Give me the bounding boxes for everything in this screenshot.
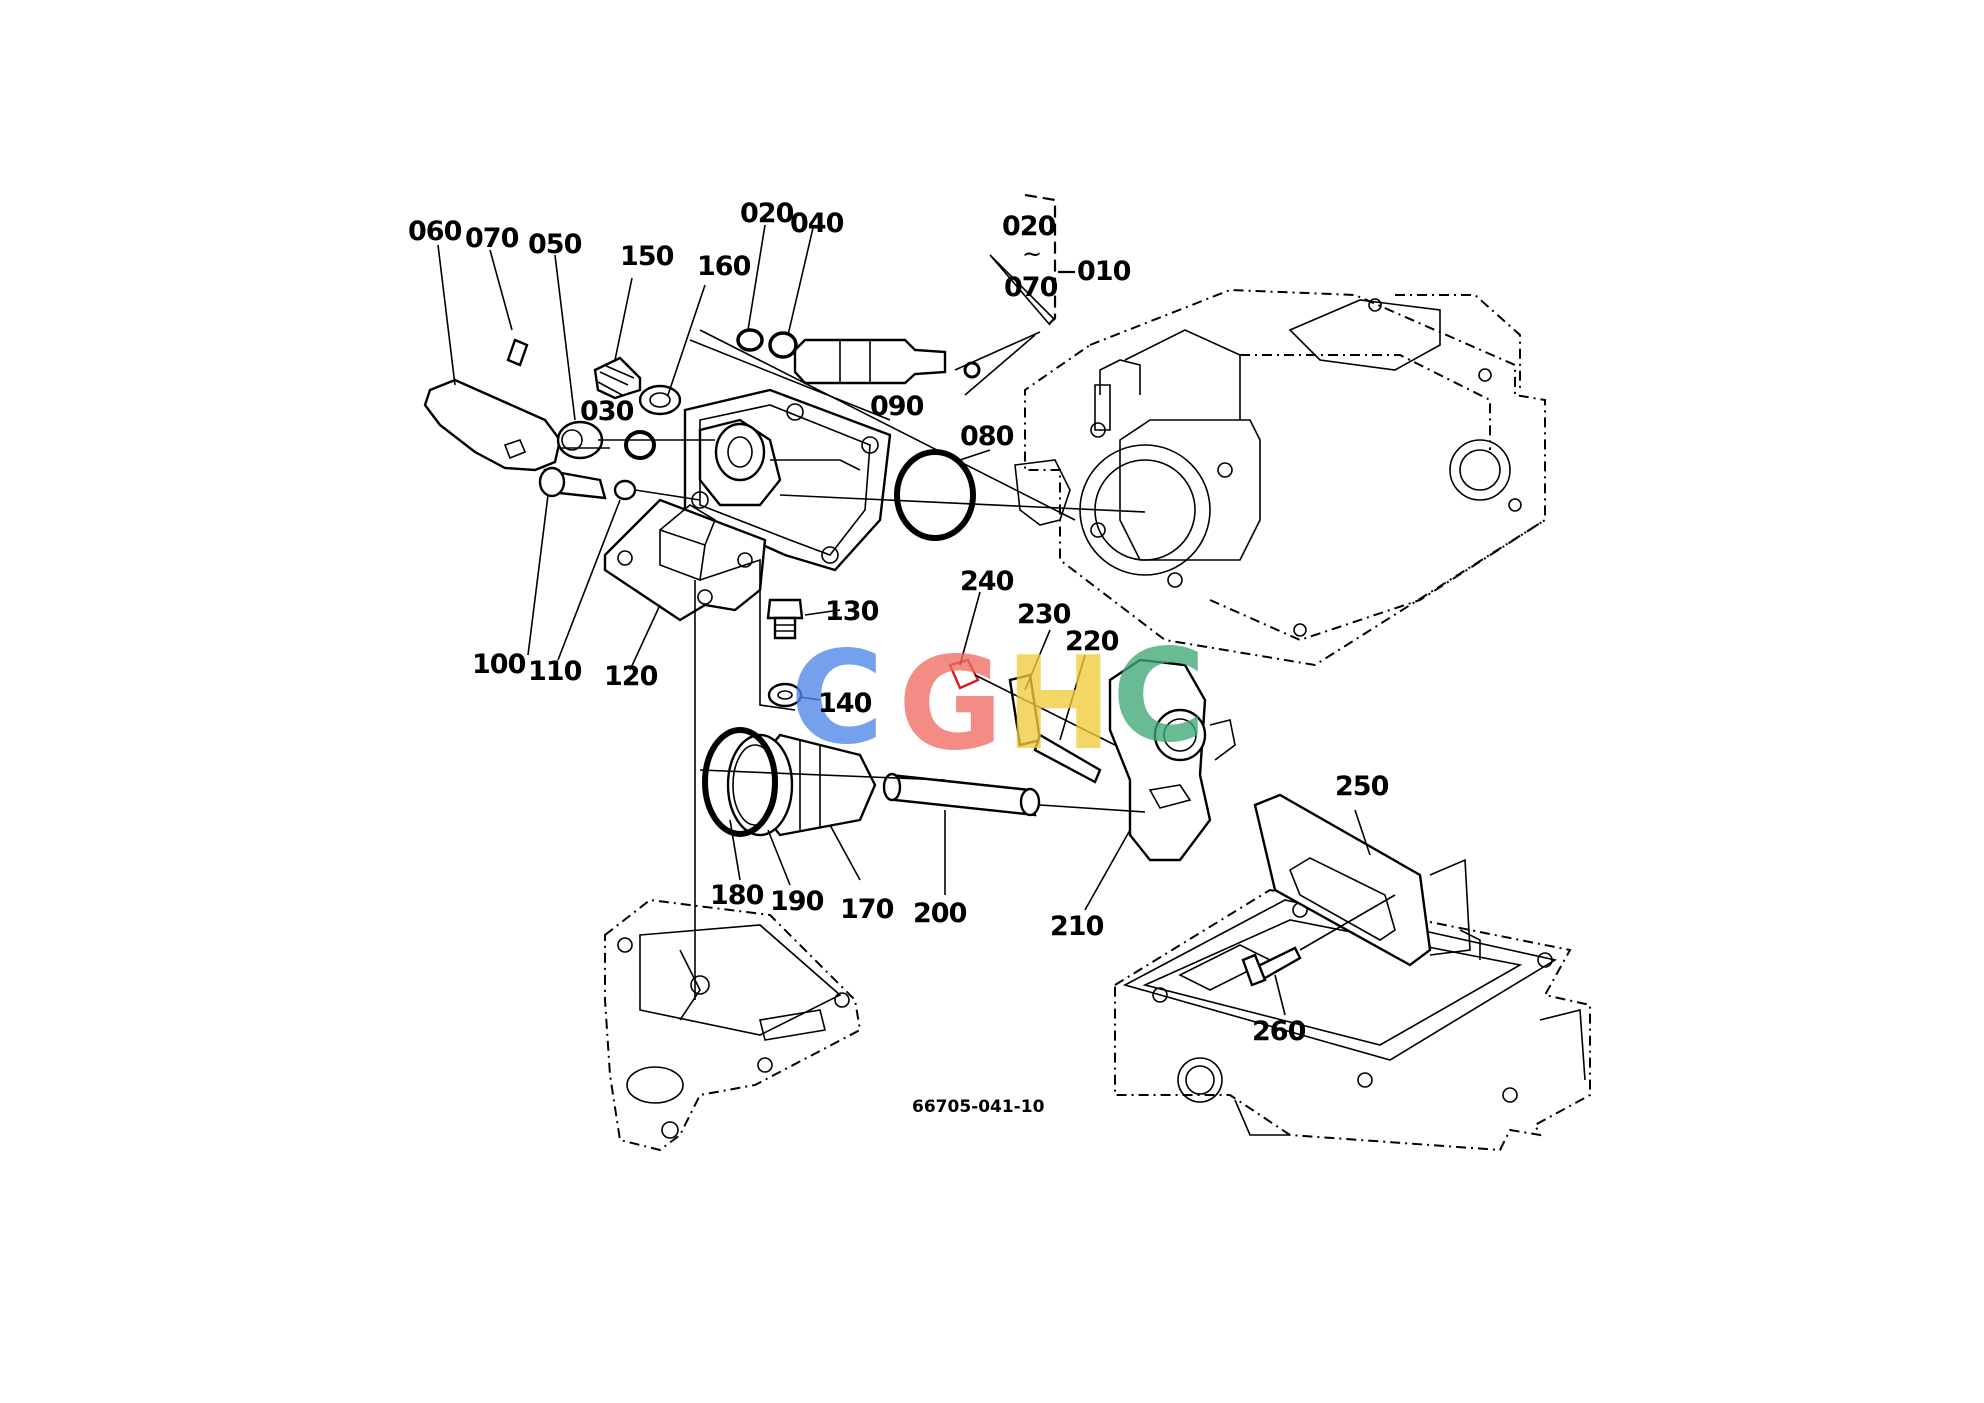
bracket-120: [603, 498, 767, 622]
spool-shaft: [736, 328, 981, 385]
assembly-bracket-010: [1024, 193, 1075, 326]
assembly-range-tilde: ~: [1022, 240, 1041, 268]
lift-lever-060: [423, 378, 562, 472]
o-ring-180: [702, 727, 778, 837]
bolt-260: [1241, 946, 1302, 987]
plug-130: [766, 598, 804, 640]
part-label-240: 240: [960, 566, 1014, 597]
part-label-230: 230: [1017, 599, 1071, 630]
gasket-250: [1253, 793, 1432, 967]
washer-140: [767, 682, 803, 708]
part-label-130: 130: [825, 596, 879, 627]
watermark-letter: C: [790, 624, 884, 773]
part-label-150: 150: [620, 241, 674, 272]
part-label-200: 200: [913, 898, 967, 929]
part-label-180: 180: [710, 880, 764, 911]
bolt-100: [538, 466, 607, 500]
o-ring-080: [894, 449, 976, 541]
lower-cover-plate: [604, 898, 862, 1152]
part-label-020: 020: [740, 198, 794, 229]
part-labels: 060 070 050 150 160 020 040 030 090 080 …: [408, 198, 1390, 1117]
collar-050: [556, 420, 604, 460]
assembly-number: 010: [1077, 256, 1131, 287]
hydraulic-cylinder-housing: [1014, 288, 1546, 667]
watermark-letter: C: [1112, 622, 1206, 771]
part-label-120: 120: [604, 661, 658, 692]
washer-160: [638, 384, 682, 416]
part-label-140: 140: [818, 688, 872, 719]
watermark-logo: C G H C: [790, 622, 1206, 779]
part-label-250: 250: [1335, 771, 1389, 802]
part-label-160: 160: [697, 251, 751, 282]
watermark-letter: H: [1005, 630, 1112, 779]
backup-ring-190: [726, 733, 794, 837]
o-ring-030: [624, 430, 656, 460]
lift-arm-210: [1108, 658, 1236, 862]
part-label-190: 190: [770, 886, 824, 917]
part-label-110: 110: [528, 656, 582, 687]
part-label-220: 220: [1065, 626, 1119, 657]
rod-200: [882, 772, 1041, 817]
spring-pin-070: [506, 338, 529, 367]
watermark-letter: G: [898, 630, 1003, 779]
part-label-100: 100: [472, 649, 526, 680]
washer-110: [613, 479, 637, 501]
assembly-range-end: 070: [1004, 272, 1058, 303]
part-label-050: 050: [528, 229, 582, 260]
part-label-040: 040: [790, 208, 844, 239]
part-label-030: 030: [580, 396, 634, 427]
pin-220: [1033, 733, 1102, 784]
part-label-080: 080: [960, 421, 1014, 452]
bolt-240: [948, 658, 980, 690]
spring-150: [593, 356, 642, 400]
part-label-210: 210: [1050, 911, 1104, 942]
drawing-code: 66705-041-10: [912, 1097, 1045, 1117]
transmission-case: [1114, 888, 1591, 1152]
part-label-060: 060: [408, 216, 462, 247]
part-label-170: 170: [840, 894, 894, 925]
part-label-070: 070: [465, 223, 519, 254]
part-label-090: 090: [870, 391, 924, 422]
assembly-range-start: 020: [1002, 211, 1056, 242]
part-label-260: 260: [1252, 1016, 1306, 1047]
leader-lines: [437, 224, 1471, 1016]
